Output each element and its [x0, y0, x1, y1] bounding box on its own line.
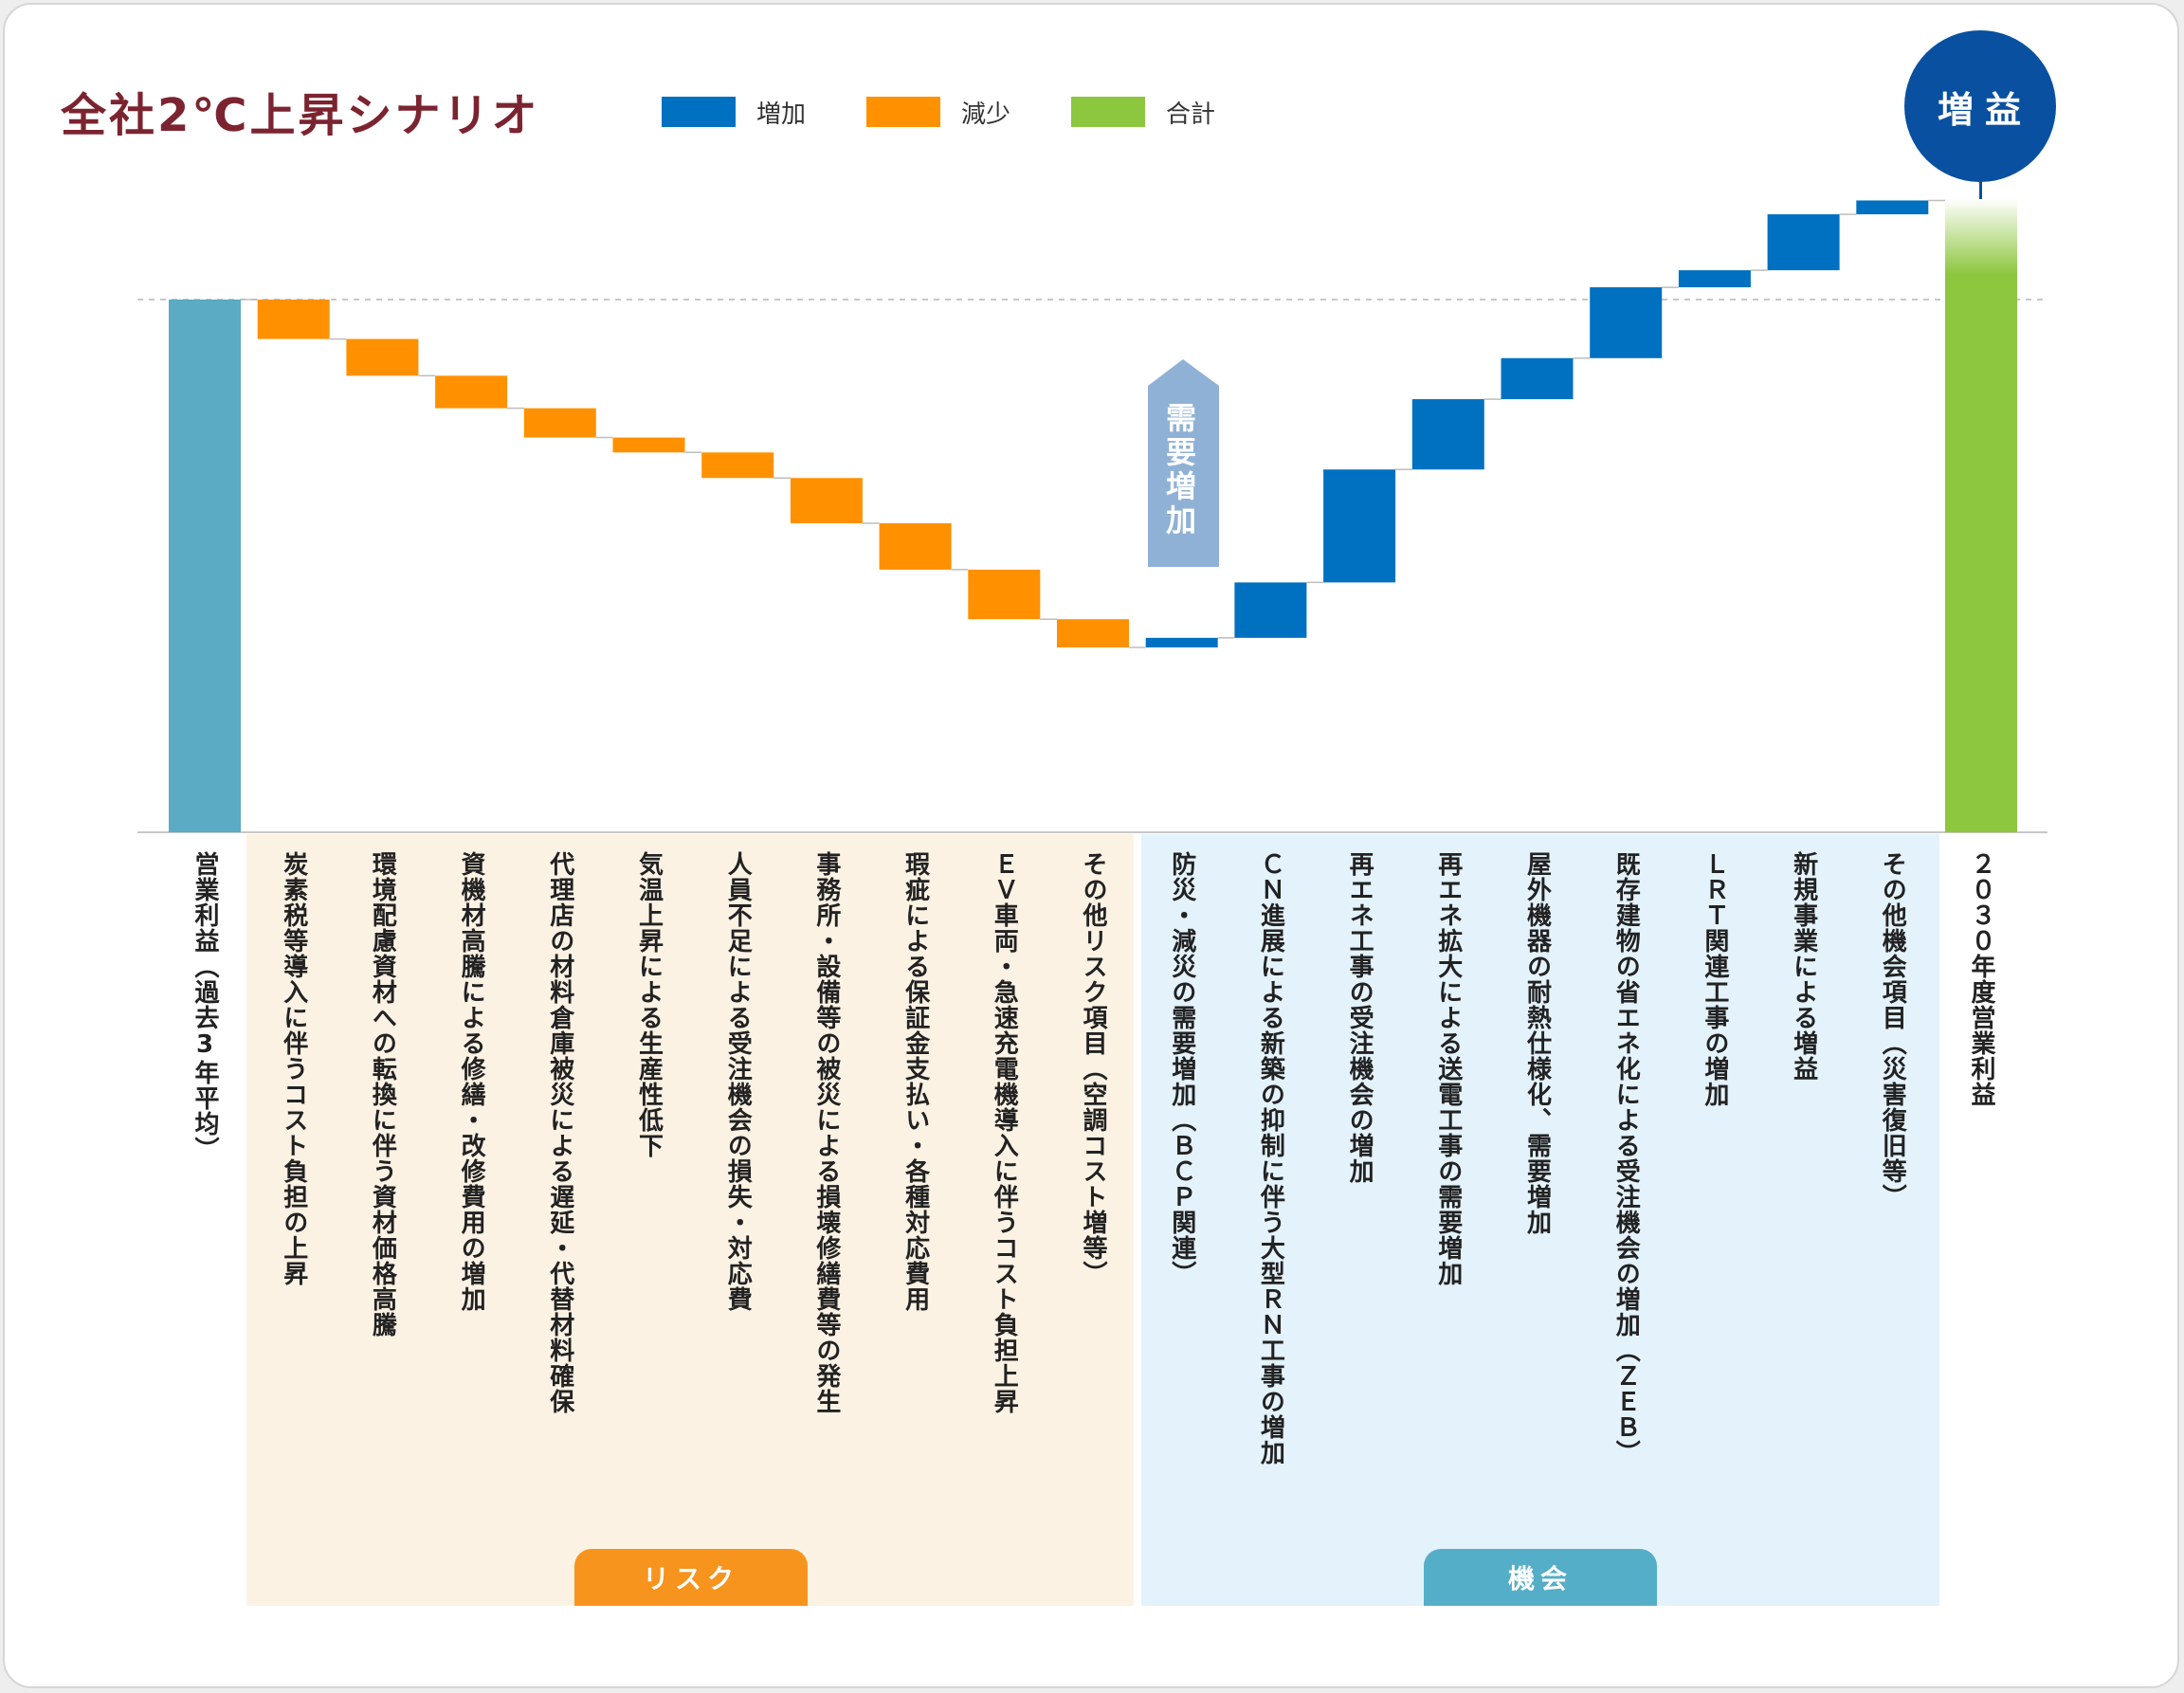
badge-stem	[1979, 180, 1982, 199]
waterfall-bar-16	[1501, 357, 1574, 400]
risk-region	[246, 834, 1134, 1606]
category-label-18: ＬＲＴ関連工事の増加	[1700, 851, 1729, 1107]
waterfall-bar-1	[169, 300, 241, 832]
legend-total: 合計	[1071, 95, 1215, 129]
waterfall-bar-5	[523, 408, 596, 438]
category-label-5: 代理店の材料倉庫被災による遅延・代替材料確保	[545, 851, 574, 1414]
risk-region-tab: リスク	[574, 1549, 808, 1606]
waterfall-bar-14	[1323, 469, 1396, 583]
waterfall-bar-17	[1590, 287, 1663, 358]
opportunity-region-tab: 機会	[1424, 1549, 1657, 1606]
category-label-14: 再エネ工事の受注機会の増加	[1345, 851, 1374, 1184]
category-label-17: 既存建物の省エネ化による受注機会の増加（ＺＥＢ）	[1611, 851, 1641, 1465]
waterfall-bar-6	[612, 437, 685, 453]
waterfall-bar-15	[1411, 399, 1484, 470]
waterfall-bar-18	[1678, 270, 1751, 288]
legend-increase-label: 増加	[756, 100, 807, 129]
category-label-20: その他機会項目（災害復旧等）	[1878, 851, 1907, 1210]
waterfall-bar-19	[1767, 214, 1840, 271]
chart-title: 全社2℃上昇シナリオ	[61, 89, 540, 142]
legend-increase: 増加	[662, 95, 806, 129]
category-label-21: ２０３０年度営業利益	[1967, 851, 1995, 1107]
opportunity-region	[1141, 834, 1939, 1606]
demand-increase-label: 需要増加	[1161, 402, 1197, 538]
legend-total-swatch	[1071, 97, 1145, 127]
legend-increase-swatch	[662, 97, 736, 127]
waterfall-bar-21	[1945, 198, 2017, 833]
category-label-13: ＣＮ進展による新築の抑制に伴う大型ＲＮ工事の増加	[1256, 851, 1285, 1465]
category-label-1: 営業利益（過去3年平均）	[191, 851, 219, 1162]
waterfall-bar-11	[1057, 619, 1129, 647]
category-label-6: 気温上昇による生産性低下	[634, 851, 664, 1158]
waterfall-bar-12	[1145, 637, 1218, 647]
category-label-10: ＥＶ車両・急速充電機導入に伴うコスト負担上昇	[990, 851, 1019, 1414]
category-label-8: 事務所・設備等の被災による損壊修繕費等の発生	[811, 851, 841, 1414]
waterfall-bar-2	[257, 300, 330, 339]
profit-increase-badge: 増益	[1904, 30, 2056, 182]
waterfall-bar-10	[968, 569, 1041, 620]
category-label-15: 再エネ拡大による送電工事の需要増加	[1433, 851, 1463, 1286]
waterfall-bar-8	[790, 478, 863, 524]
category-label-9: 瑕疵による保証金支払い・各種対応費用	[901, 851, 930, 1312]
category-label-16: 屋外機器の耐熱仕様化、需要増加	[1522, 851, 1552, 1235]
waterfall-bar-13	[1234, 582, 1307, 638]
legend-decrease: 減少	[866, 95, 1010, 129]
category-label-4: 資機材高騰による修繕・改修費用の増加	[457, 851, 486, 1312]
waterfall-bar-3	[346, 338, 419, 376]
waterfall-bar-4	[435, 375, 508, 409]
legend-total-label: 合計	[1166, 100, 1216, 129]
category-label-7: 人員不足による受注機会の損失・対応費	[723, 851, 753, 1312]
category-label-2: 炭素税等導入に伴うコスト負担の上昇	[279, 851, 308, 1286]
legend-decrease-swatch	[866, 97, 940, 127]
category-label-3: 環境配慮資材への転換に伴う資材価格高騰	[368, 851, 397, 1338]
legend-decrease-label: 減少	[961, 100, 1011, 129]
demand-increase-arrow	[1148, 359, 1219, 567]
waterfall-bar-9	[879, 523, 952, 570]
category-label-12: 防災・減災の需要増加（ＢＣＰ関連）	[1167, 851, 1196, 1286]
category-label-19: 新規事業による増益	[1789, 851, 1818, 1082]
waterfall-bar-20	[1856, 200, 1929, 215]
category-label-11: その他リスク項目（空調コスト増等）	[1079, 851, 1107, 1286]
waterfall-bar-7	[701, 452, 774, 479]
